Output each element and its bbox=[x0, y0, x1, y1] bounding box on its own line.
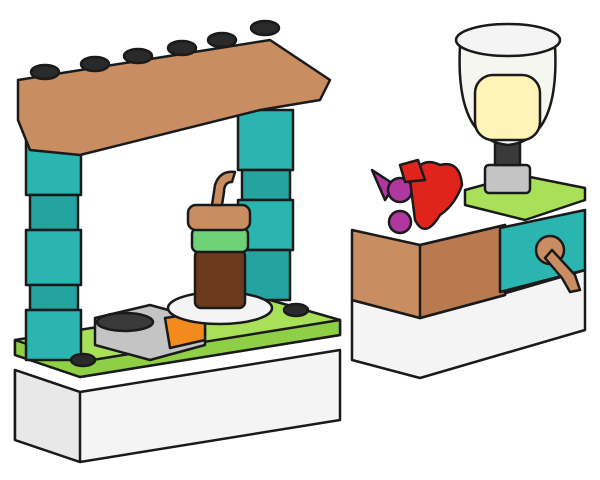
crank-handle bbox=[534, 234, 582, 294]
right-pillar bbox=[236, 108, 295, 302]
base-stud bbox=[282, 302, 310, 318]
grill bbox=[93, 303, 207, 362]
roof-studs bbox=[29, 19, 281, 81]
fruits bbox=[370, 158, 464, 235]
left-pillar bbox=[24, 138, 83, 362]
left-stall bbox=[13, 19, 342, 464]
fruit-crate-side bbox=[418, 223, 507, 320]
right-stall bbox=[350, 22, 587, 380]
left-base-front-face bbox=[13, 368, 82, 464]
drink-dispenser bbox=[186, 170, 252, 310]
base-stud bbox=[69, 352, 97, 368]
gumball-dispenser bbox=[454, 22, 562, 195]
